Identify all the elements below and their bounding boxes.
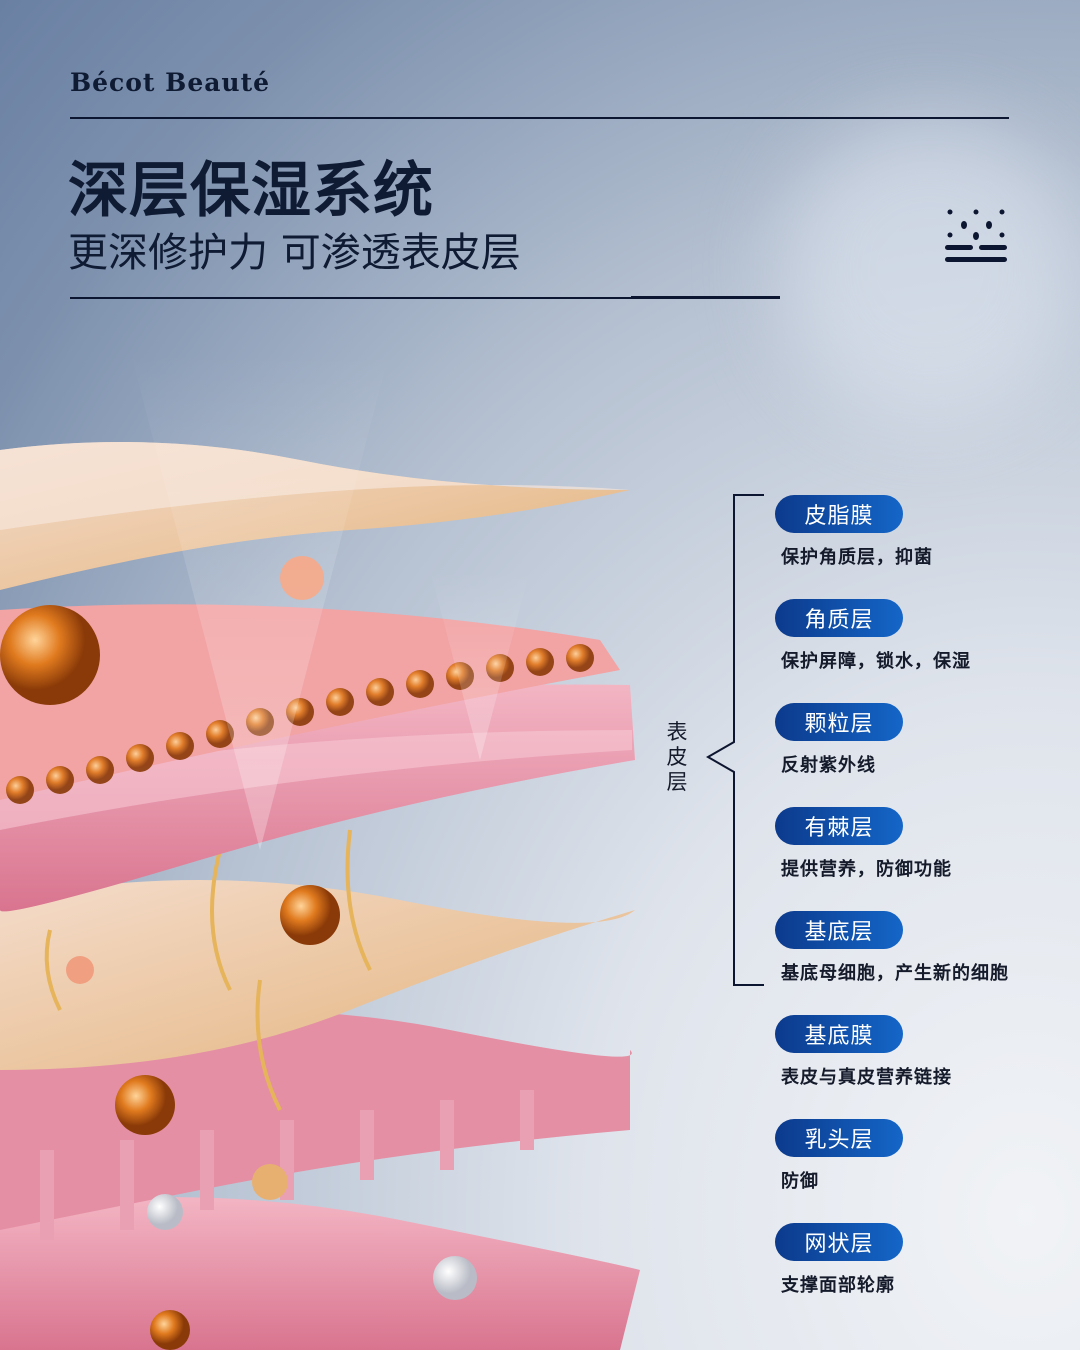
- page-subtitle: 更深修护力 可渗透表皮层: [68, 230, 521, 276]
- layer-description: 防御: [781, 1171, 819, 1192]
- layer-pill: 网状层: [775, 1223, 903, 1261]
- layer-pill: 角质层: [775, 599, 903, 637]
- layer-description: 基底母细胞，产生新的细胞: [781, 963, 1009, 984]
- skin-layers-illustration: [0, 350, 640, 1350]
- layer-description: 支撑面部轮廓: [781, 1275, 895, 1296]
- layer-description: 保护角质层，抑菌: [781, 547, 933, 568]
- layer-description: 保护屏障，锁水，保湿: [781, 651, 971, 672]
- brand-logo: Bécot Beauté: [70, 68, 271, 97]
- layer-description: 提供营养，防御功能: [781, 859, 952, 880]
- layer-pill: 颗粒层: [775, 703, 903, 741]
- layer-description: 反射紫外线: [781, 755, 876, 776]
- epidermis-bracket: [705, 494, 764, 986]
- moisture-drops-icon: [945, 209, 1007, 262]
- layer-description: 表皮与真皮营养链接: [781, 1067, 952, 1088]
- layer-pill: 有棘层: [775, 807, 903, 845]
- layer-pill: 基底层: [775, 911, 903, 949]
- bottom-divider: [70, 297, 780, 299]
- layer-pill: 基底膜: [775, 1015, 903, 1053]
- divider-accent: [631, 296, 780, 299]
- page-title: 深层保湿系统: [68, 156, 434, 226]
- background-glow: [780, 120, 1080, 420]
- layer-pill: 乳头层: [775, 1119, 903, 1157]
- layer-pill: 皮脂膜: [775, 495, 903, 533]
- top-divider: [70, 117, 1009, 119]
- epidermis-label: 表皮层: [666, 720, 688, 794]
